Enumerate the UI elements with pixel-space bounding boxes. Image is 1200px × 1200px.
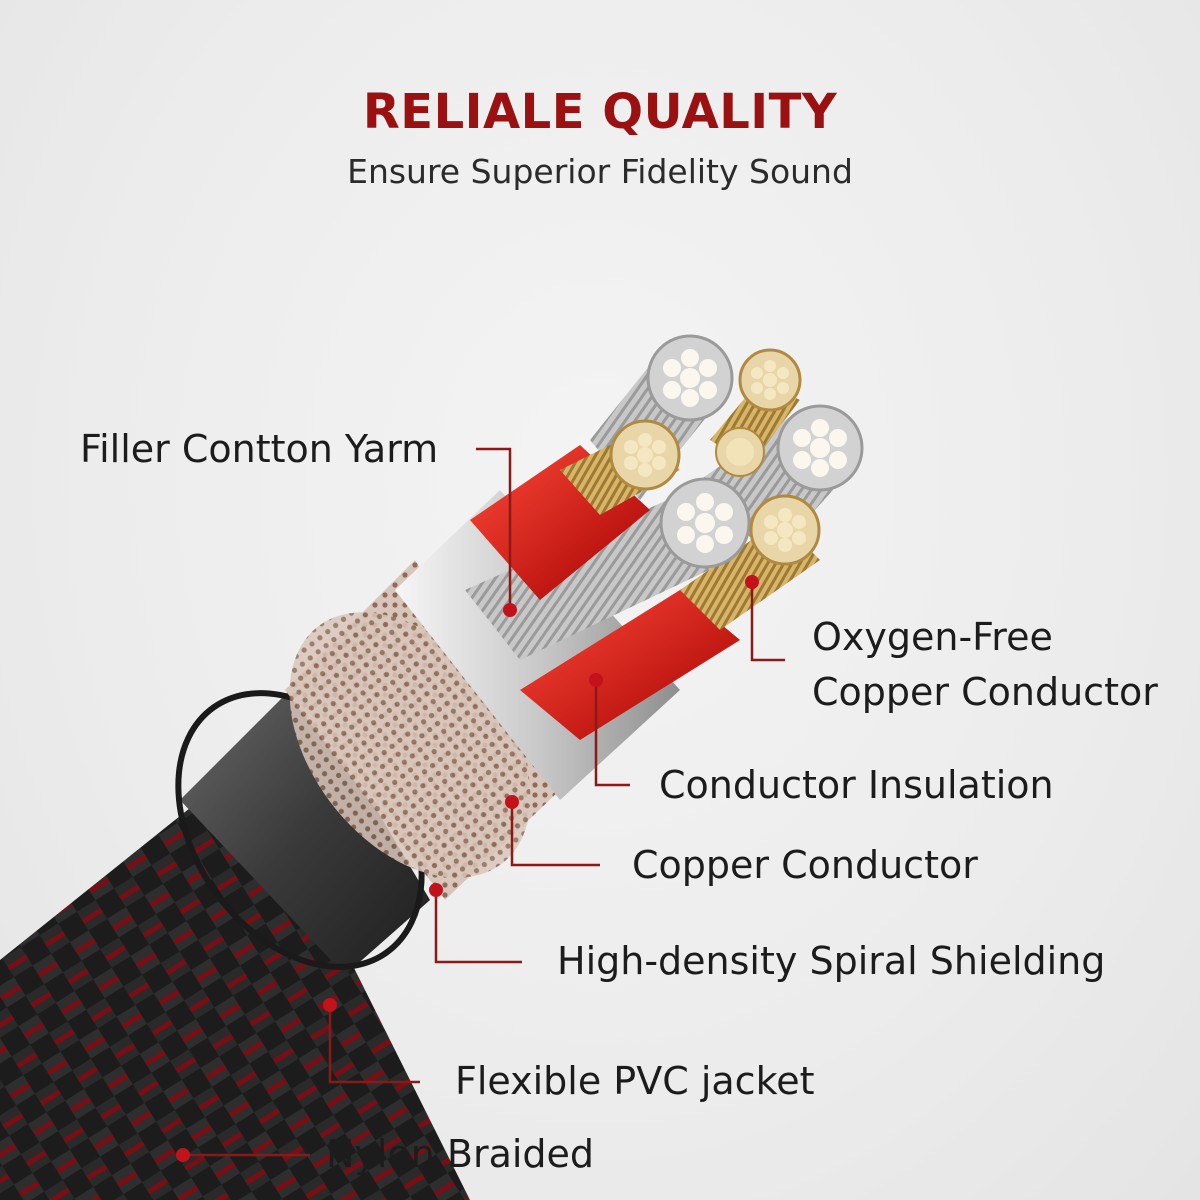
page-subtitle: Ensure Superior Fidelity Sound: [347, 152, 853, 191]
label-spiral-shielding: High-density Spiral Shielding: [557, 939, 1106, 983]
callout-lines: [183, 447, 785, 1157]
label-pvc-jacket: Flexible PVC jacket: [455, 1059, 815, 1103]
page-title: RELIALE QUALITY: [362, 84, 838, 140]
label-oxygen-free-line2: Copper Conductor: [812, 670, 1158, 714]
callout-dots: [176, 575, 759, 1162]
nylon-braid-jacket: [0, 760, 470, 1200]
label-filler-cotton-yarn: Filler Contton Yarm: [80, 427, 439, 471]
label-oxygen-free-line1: Oxygen-Free: [812, 615, 1053, 659]
label-nylon-braided: Nylon Braided: [326, 1132, 595, 1176]
label-copper-conductor: Copper Conductor: [632, 843, 978, 887]
inner-conductors: [465, 334, 864, 740]
label-conductor-insulation: Conductor Insulation: [659, 763, 1054, 807]
